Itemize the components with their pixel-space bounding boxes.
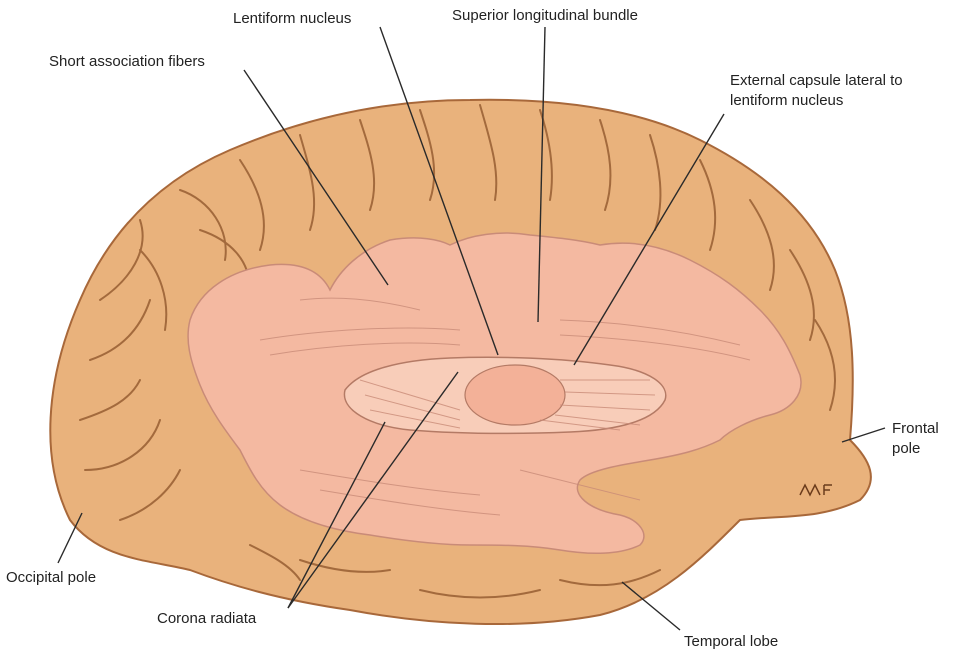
leader-external-capsule — [573, 113, 725, 366]
leader-lentiform-nucleus — [379, 26, 499, 356]
fiber-striations — [259, 297, 751, 516]
label-occipital-pole: Occipital pole — [6, 569, 97, 586]
label-superior-longitudinal-bundle: Superior longitudinal bundle — [452, 7, 638, 24]
label-lentiform-nucleus: Lentiform nucleus — [233, 10, 352, 27]
leader-corona-radiata-2 — [287, 371, 459, 609]
label-temporal-lobe: Temporal lobe — [684, 633, 779, 650]
leader-occipital-pole — [57, 512, 83, 564]
label-frontal-pole: Frontal pole — [892, 420, 939, 457]
leader-short-association — [243, 69, 389, 286]
lentiform-nucleus-shape — [464, 364, 566, 426]
label-short-association-fibers: Short association fibers — [49, 53, 205, 70]
label-corona-radiata: Corona radiata — [157, 610, 257, 627]
leader-frontal-pole — [841, 427, 886, 443]
leader-superior-longitudinal — [537, 26, 546, 323]
leader-temporal-lobe — [621, 581, 681, 631]
artist-signature — [799, 483, 832, 497]
leader-lines — [57, 26, 886, 631]
leader-corona-radiata-1 — [287, 421, 386, 609]
label-external-capsule: External capsule lateral to lentiform nu… — [730, 72, 903, 109]
